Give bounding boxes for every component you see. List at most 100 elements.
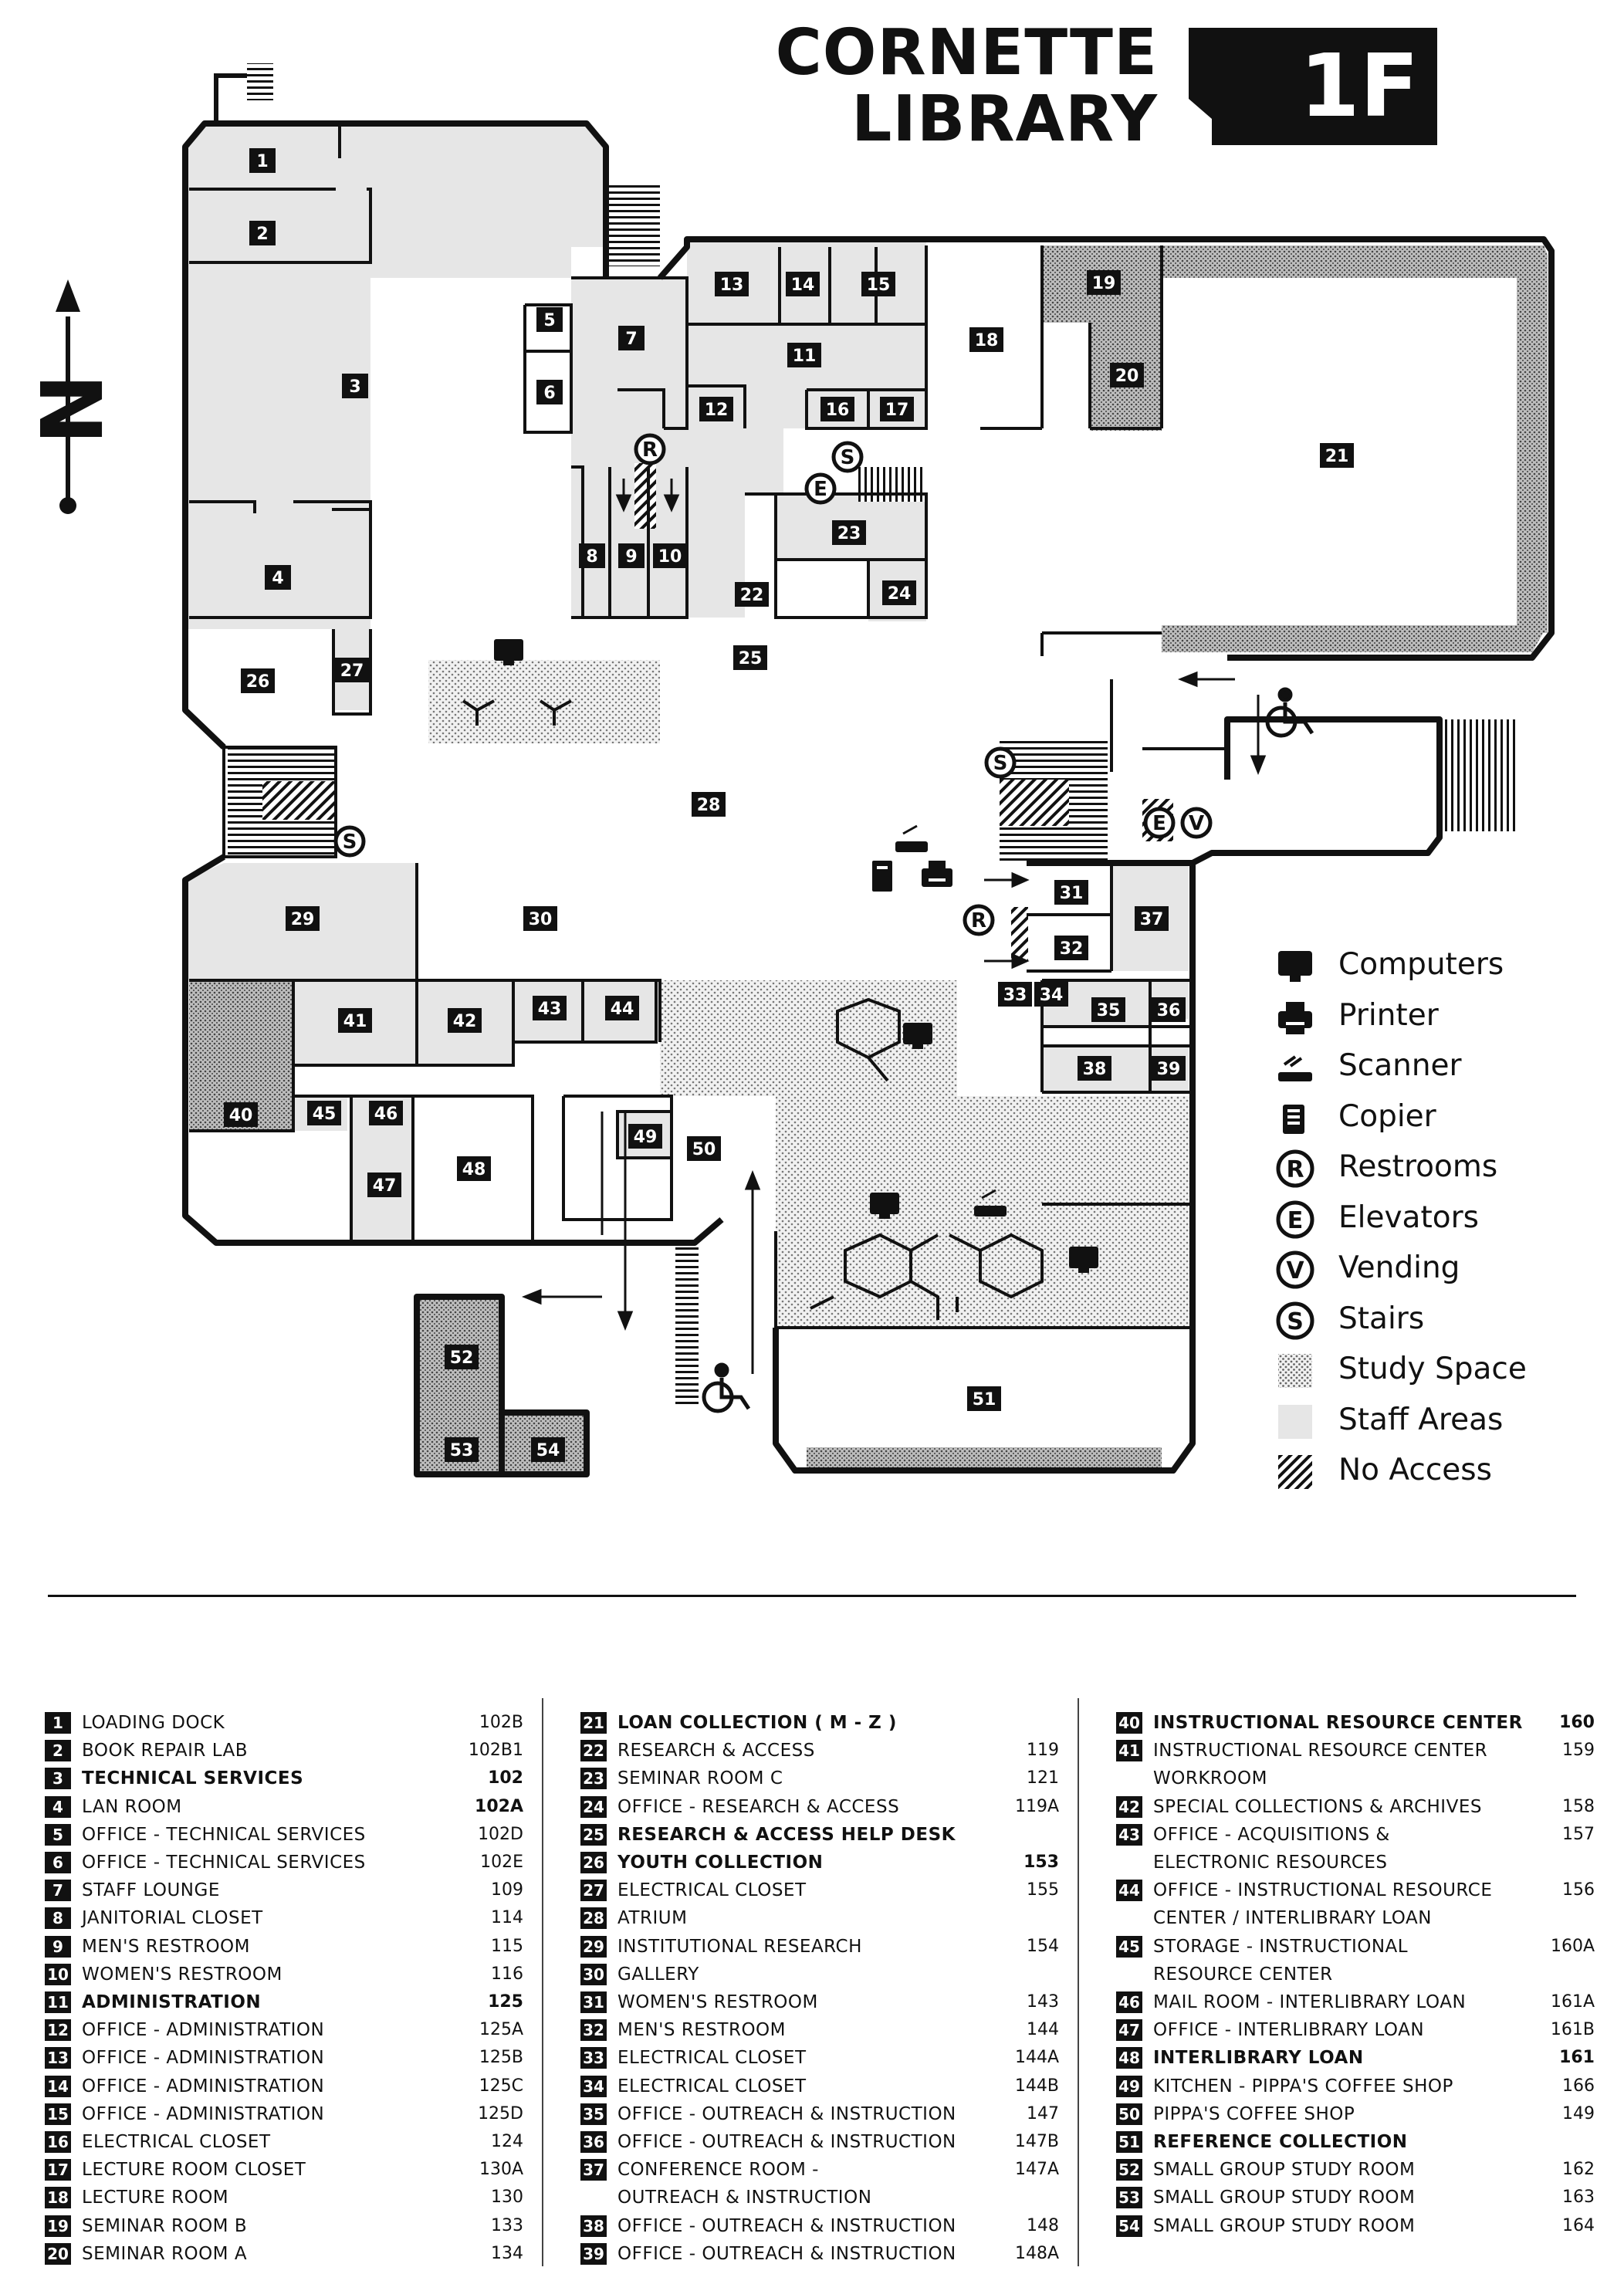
directory-room-code: 161A	[1550, 1992, 1595, 2012]
room-label-15[interactable]: 15	[861, 272, 895, 296]
room-label-53[interactable]: 53	[445, 1437, 479, 1462]
room-label-29[interactable]: 29	[286, 906, 320, 931]
room-number: 18	[975, 331, 999, 350]
room-label-24[interactable]: 24	[882, 580, 916, 605]
room-label-23[interactable]: 23	[832, 520, 866, 545]
room-label-49[interactable]: 49	[628, 1124, 662, 1149]
room-label-36[interactable]: 36	[1152, 997, 1186, 1022]
directory-room-name: TECHNICAL SERVICES	[82, 1768, 304, 1789]
restroom-letter: R	[971, 909, 986, 932]
room-label-50[interactable]: 50	[687, 1136, 721, 1161]
room-label-1[interactable]: 1	[249, 148, 276, 173]
room-label-12[interactable]: 12	[699, 397, 733, 421]
directory-room-name: LECTURE ROOM CLOSET	[82, 2160, 306, 2181]
directory-room-code: 147A	[1014, 2160, 1059, 2180]
room-label-52[interactable]: 52	[445, 1345, 479, 1369]
directory-room-name: BOOK REPAIR LAB	[82, 1741, 249, 1761]
stairs-icon[interactable]: S	[984, 746, 1017, 779]
room-label-16[interactable]: 16	[820, 397, 854, 421]
room-label-46[interactable]: 46	[369, 1101, 403, 1125]
restroom-icon[interactable]: R	[634, 433, 666, 465]
room-label-26[interactable]: 26	[241, 668, 275, 693]
room-number: 47	[373, 1176, 397, 1196]
directory-room-name: OFFICE - ACQUISITIONS &	[1153, 1824, 1390, 1845]
room-label-21[interactable]: 21	[1320, 443, 1354, 468]
room-number: 12	[705, 401, 729, 420]
room-label-5[interactable]: 5	[536, 307, 563, 332]
room-label-9[interactable]: 9	[618, 543, 645, 568]
room-label-48[interactable]: 48	[457, 1156, 491, 1181]
stairs-letter: S	[841, 446, 855, 469]
stairs-icon[interactable]: S	[333, 825, 366, 858]
north-arrow: N	[20, 279, 119, 514]
directory-room-code: 144B	[1014, 2076, 1059, 2096]
room-label-38[interactable]: 38	[1078, 1056, 1111, 1081]
vending-icon[interactable]: V	[1180, 807, 1213, 839]
directory-room-number: 31	[580, 1991, 607, 2013]
elevator-icon[interactable]: E	[804, 472, 837, 505]
room-label-32[interactable]: 32	[1054, 936, 1088, 960]
room-label-19[interactable]: 19	[1087, 270, 1121, 295]
room-label-39[interactable]: 39	[1152, 1056, 1186, 1081]
room-label-10[interactable]: 10	[653, 543, 687, 568]
room-label-51[interactable]: 51	[967, 1386, 1001, 1411]
room-label-17[interactable]: 17	[880, 397, 914, 421]
room-label-3[interactable]: 3	[342, 374, 368, 398]
copier-icon	[1274, 1097, 1317, 1140]
room-label-45[interactable]: 45	[307, 1101, 341, 1125]
room-label-31[interactable]: 31	[1054, 880, 1088, 905]
room-label-28[interactable]: 28	[692, 792, 726, 817]
directory-room-number: 53	[1116, 2187, 1142, 2209]
room-label-20[interactable]: 20	[1110, 363, 1144, 387]
legend-item: Scanner	[1274, 1043, 1613, 1086]
directory-room-code: 119A	[1014, 1796, 1059, 1816]
room-label-33[interactable]: 33	[998, 982, 1032, 1007]
room-label-35[interactable]: 35	[1091, 997, 1125, 1022]
room-label-14[interactable]: 14	[786, 272, 820, 296]
room-label-54[interactable]: 54	[531, 1437, 565, 1462]
room-label-8[interactable]: 8	[579, 543, 605, 568]
room-label-6[interactable]: 6	[536, 380, 563, 404]
room-label-13[interactable]: 13	[715, 272, 749, 296]
room-label-11[interactable]: 11	[787, 343, 821, 367]
directory-room-name: GALLERY	[617, 1964, 699, 1985]
room-label-42[interactable]: 42	[448, 1008, 482, 1033]
room-label-2[interactable]: 2	[249, 221, 276, 245]
elevator-icon[interactable]: E	[1143, 807, 1176, 839]
room-label-40[interactable]: 40	[224, 1102, 258, 1127]
column-divider	[542, 1698, 543, 2266]
directory-room-name: ATRIUM	[617, 1908, 688, 1929]
elevator-icon: E	[1274, 1198, 1317, 1241]
room-label-7[interactable]: 7	[618, 326, 645, 350]
room-label-27[interactable]: 27	[335, 658, 369, 682]
room-label-41[interactable]: 41	[338, 1008, 372, 1033]
directory-room-number: 30	[580, 1963, 607, 1985]
stairs-icon[interactable]: S	[831, 441, 864, 473]
directory-room-number: 42	[1116, 1795, 1142, 1818]
directory-room-number: 15	[45, 2103, 71, 2125]
directory-room-code: 148A	[1014, 2243, 1059, 2263]
room-label-18[interactable]: 18	[969, 327, 1003, 352]
room-label-22[interactable]: 22	[735, 582, 769, 607]
directory-room-name: ELECTRICAL CLOSET	[617, 1880, 807, 1901]
room-label-34[interactable]: 34	[1034, 982, 1068, 1007]
legend-label: Staff Areas	[1338, 1402, 1504, 1437]
room-label-37[interactable]: 37	[1135, 906, 1169, 931]
room-label-25[interactable]: 25	[733, 645, 767, 670]
directory-room-number: 44	[1116, 1880, 1142, 1902]
restroom-icon[interactable]: R	[963, 904, 995, 936]
computer-icon	[870, 1193, 899, 1219]
room-label-44[interactable]: 44	[605, 996, 639, 1020]
legend-label: Printer	[1338, 997, 1439, 1033]
directory-room-code: 102A	[475, 1796, 523, 1816]
room-label-43[interactable]: 43	[533, 996, 567, 1020]
directory-room-code: 161	[1559, 2048, 1595, 2068]
legend-label: Vending	[1338, 1250, 1460, 1285]
room-label-4[interactable]: 4	[265, 565, 291, 590]
room-label-47[interactable]: 47	[367, 1173, 401, 1197]
room-label-30[interactable]: 30	[523, 906, 557, 931]
